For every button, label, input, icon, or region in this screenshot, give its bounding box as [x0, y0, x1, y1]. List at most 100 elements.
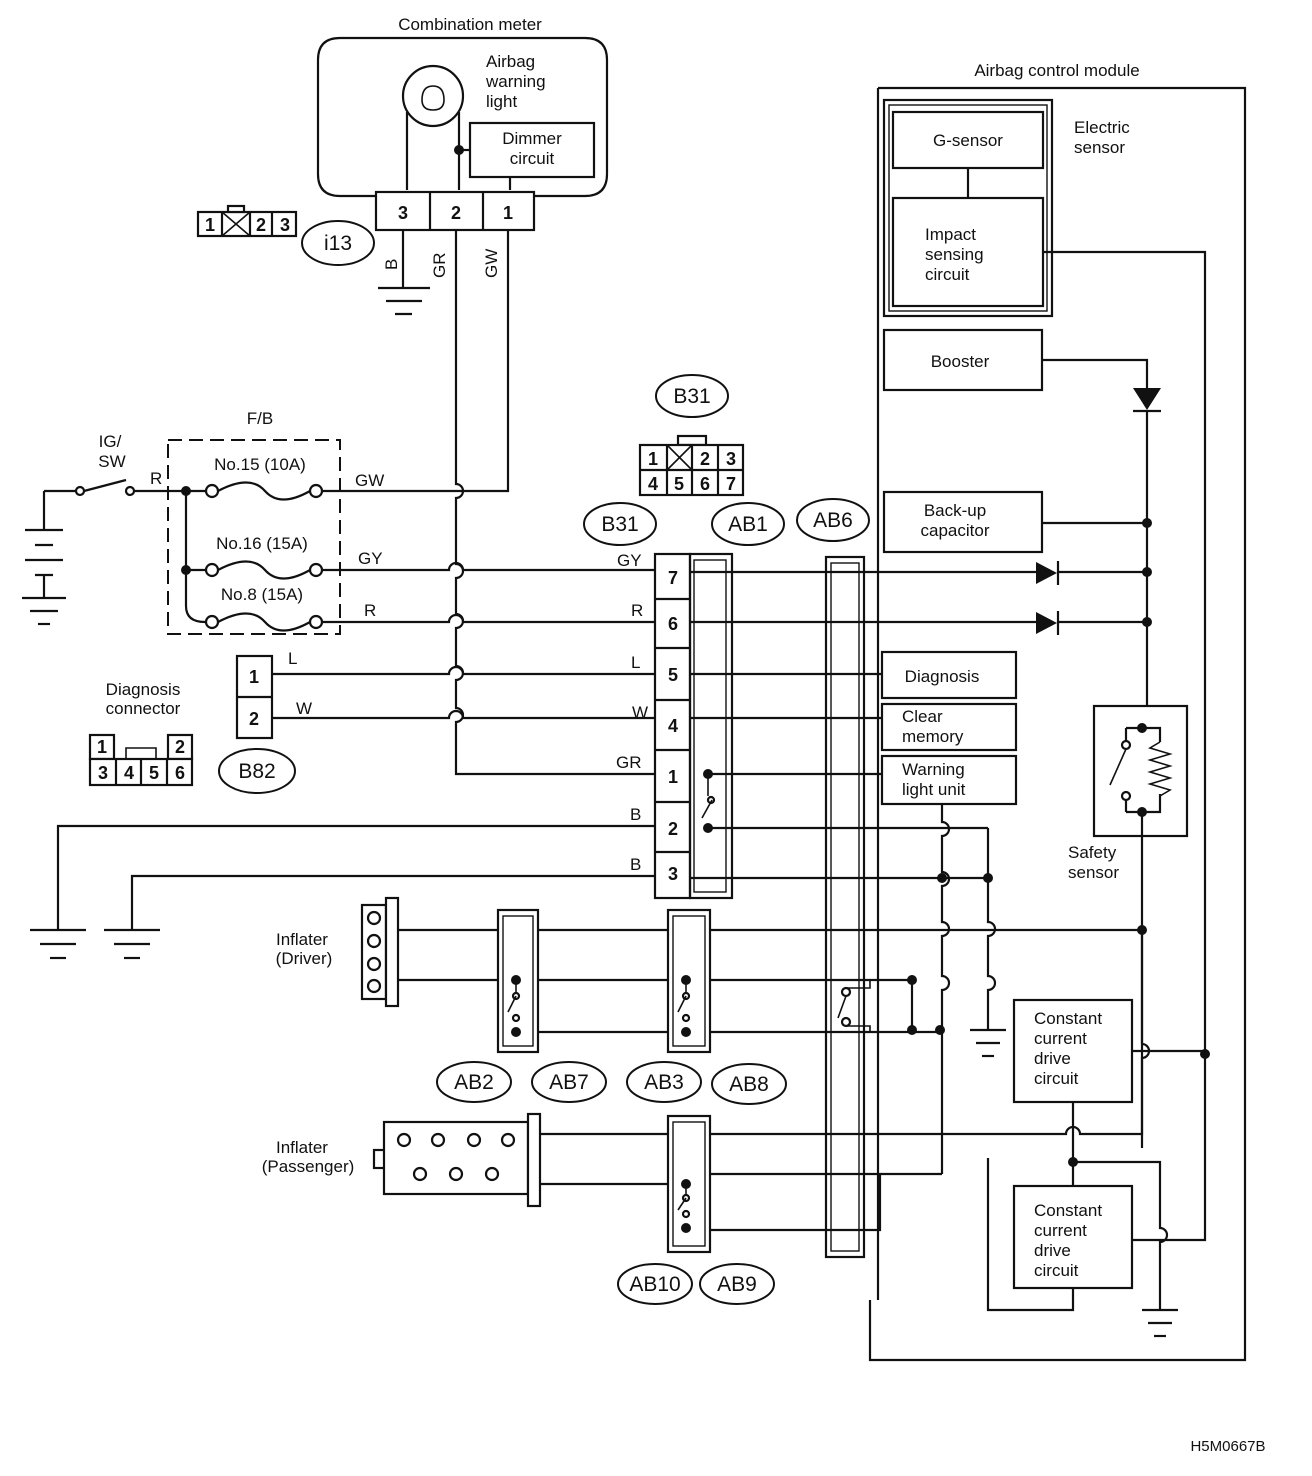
fuse-box: F/B No.15 (10A) No.16 (15A) No.8 (15A) — [167, 409, 341, 635]
ab2-tag-text: AB2 — [454, 1071, 494, 1094]
wire-w-b82: W — [296, 699, 312, 718]
ig-sw-label-2: SW — [98, 452, 125, 471]
ab8-tag-text: AB8 — [729, 1073, 769, 1096]
ccdc2-label-1: Constant — [1034, 1201, 1102, 1220]
meter-pin-2: 2 — [451, 203, 461, 223]
combination-meter-label: Combination meter — [398, 15, 542, 34]
wire-r-fuse: R — [364, 601, 376, 620]
ab3-ab8-connector — [666, 908, 712, 1054]
ab6-tag-text: AB6 — [813, 509, 853, 532]
wire-gy-fuse: GY — [358, 549, 383, 568]
airbag-control-module-label: Airbag control module — [974, 61, 1139, 80]
b31-pin-3: 3 — [668, 864, 678, 884]
ab3-tag: AB3 — [626, 1061, 702, 1103]
diode-icon — [1133, 388, 1161, 413]
i13-face-pin-3: 3 — [280, 215, 290, 235]
diag-pin-2: 2 — [175, 737, 185, 757]
wire-b-b31-3: B — [630, 855, 641, 874]
diagnosis-connector-label-1: Diagnosis — [106, 680, 181, 699]
diagnosis-box — [880, 650, 1018, 700]
wire-gr-meter: GR — [430, 253, 449, 279]
b31-face-pin-2: 2 — [700, 449, 710, 469]
booster-box — [882, 328, 1044, 392]
inflater-driver-connector — [360, 896, 400, 1008]
diag-pin-6: 6 — [175, 763, 185, 783]
diag-pin-3: 3 — [98, 763, 108, 783]
inflater-passenger-connector — [372, 1112, 542, 1208]
ignition-switch-icon — [44, 478, 186, 497]
figure-code: H5M0667B — [1190, 1438, 1265, 1455]
dimmer-circuit-label-2: circuit — [510, 149, 555, 168]
diag-pin-4: 4 — [124, 763, 134, 783]
wire-w-b31: W — [632, 703, 648, 722]
clear-memory-label-2: memory — [902, 727, 964, 746]
backup-capacitor-box — [882, 490, 1044, 554]
b31-pin-1: 1 — [668, 767, 678, 787]
ground-icon — [1142, 1308, 1178, 1338]
backup-capacitor-label-2: capacitor — [921, 521, 990, 540]
b31-face-pin-4: 4 — [648, 474, 658, 494]
inflater-driver-label-2: (Driver) — [276, 949, 333, 968]
airbag-warning-light-label-1: Airbag — [486, 52, 535, 71]
ccdc1-label-4: circuit — [1034, 1069, 1079, 1088]
ab9-tag-text: AB9 — [717, 1273, 757, 1296]
ab7-tag-text: AB7 — [549, 1071, 589, 1094]
i13-connector-tag: i13 — [301, 220, 375, 266]
ccdc1-label-2: current — [1034, 1029, 1087, 1048]
b31-tag: B31 — [583, 502, 657, 546]
impact-sensing-label-2: sensing — [925, 245, 984, 264]
airbag-warning-light-label-2: warning — [485, 72, 546, 91]
ab10-ab9-connector — [666, 1114, 712, 1254]
wire-l-b82: L — [288, 649, 297, 668]
constant-current-drive-circuit-2 — [1012, 1184, 1134, 1290]
dimmer-circuit-label-1: Dimmer — [502, 129, 562, 148]
clear-memory-box — [880, 702, 1018, 752]
battery-icon — [22, 491, 66, 626]
b31-pin-2: 2 — [668, 819, 678, 839]
ab1-tag: AB1 — [711, 502, 785, 546]
ab6-connector — [824, 555, 866, 1259]
b31-face-pin-3: 3 — [726, 449, 736, 469]
b31-pin-4: 4 — [668, 716, 678, 736]
fuse-8-label: No.8 (15A) — [221, 585, 303, 604]
b31-face-pin-7: 7 — [726, 474, 736, 494]
ab10-tag: AB10 — [617, 1263, 693, 1305]
airbag-control-module: Airbag control module Electric sensor G-… — [868, 61, 1247, 1362]
i13-face-pin-1: 1 — [205, 215, 215, 235]
wire-gw-meter: GW — [482, 249, 501, 278]
airbag-warning-light-bulb-icon — [401, 64, 465, 190]
b31-pin-6: 6 — [668, 614, 678, 634]
diagnosis-connector-face: 1 2 3 4 5 6 — [88, 733, 194, 787]
ab2-ab7-connector — [496, 908, 540, 1054]
inflater-passenger-label-1: Inflater — [276, 1138, 328, 1157]
ground-icon — [30, 928, 86, 960]
airbag-warning-light-label-3: light — [486, 92, 517, 111]
b82-tag: B82 — [218, 748, 296, 794]
ccdc2-label-3: drive — [1034, 1241, 1071, 1260]
wire-b-meter: B — [382, 259, 401, 270]
inflater-passenger-label-2: (Passenger) — [262, 1157, 355, 1176]
fuse-16-label: No.16 (15A) — [216, 534, 308, 553]
inflater-driver-label-1: Inflater — [276, 930, 328, 949]
wire-b-b31-2: B — [630, 805, 641, 824]
b82-pin-1: 1 — [249, 667, 259, 687]
ab2-tag: AB2 — [436, 1061, 512, 1103]
wire-gy-b31: GY — [617, 551, 642, 570]
b31-face-pin-1: 1 — [648, 449, 658, 469]
meter-pin-1: 1 — [503, 203, 513, 223]
b31-pin-7: 7 — [668, 568, 678, 588]
b31-top-tag-text: B31 — [673, 385, 710, 408]
i13-tag: i13 — [324, 232, 352, 255]
wire-r-b31: R — [631, 601, 643, 620]
booster-label: Booster — [931, 352, 990, 371]
wire-r-igsw: R — [150, 469, 162, 488]
ground-icon — [970, 1028, 1006, 1058]
b31-tag-text: B31 — [601, 513, 638, 536]
diode-icon — [1036, 561, 1060, 585]
impact-sensing-label-3: circuit — [925, 265, 970, 284]
ccdc1-label-3: drive — [1034, 1049, 1071, 1068]
electric-sensor-label-1: Electric — [1074, 118, 1130, 137]
i13-connector-face: 1 2 3 — [196, 204, 298, 238]
ab7-tag: AB7 — [531, 1061, 607, 1103]
